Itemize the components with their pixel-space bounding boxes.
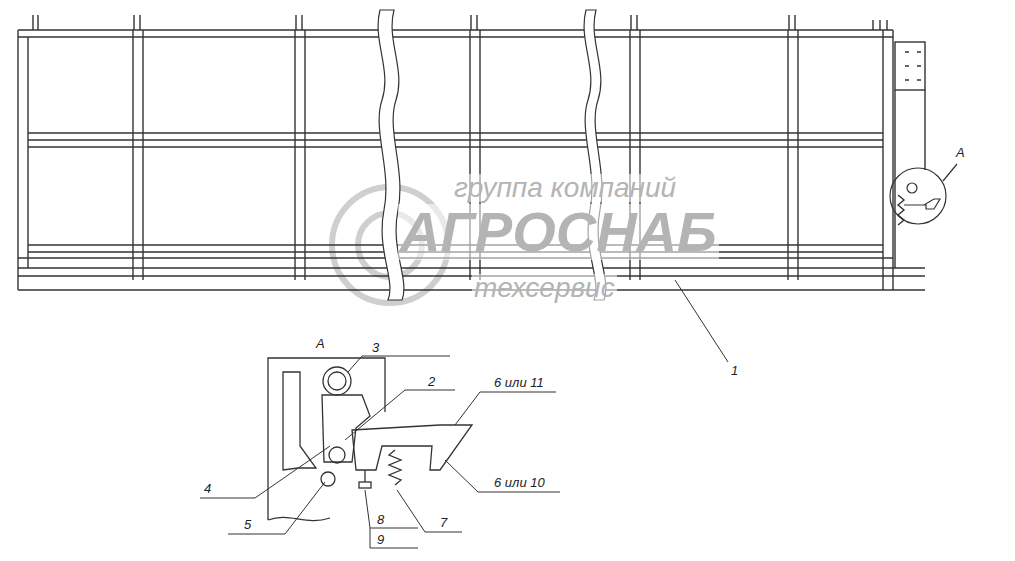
leader-lines — [200, 280, 728, 548]
latch-detail — [268, 358, 472, 521]
view-label: А — [316, 337, 325, 350]
watermark-text: группа компаний — [452, 174, 678, 202]
callout-number: 6 или 10 — [494, 476, 545, 489]
callout-number: 6 или 11 — [494, 376, 544, 389]
frame — [18, 15, 925, 290]
callout-number: 7 — [440, 516, 447, 529]
callout-number: 2 — [428, 375, 435, 388]
detail-circle — [890, 164, 957, 224]
callout-number: 9 — [377, 533, 384, 546]
callout-number: 4 — [204, 482, 211, 495]
callout-number: 8 — [377, 513, 384, 526]
view-label: А — [956, 146, 965, 159]
callout-number: 3 — [372, 341, 379, 354]
watermark-text: техсервис — [472, 274, 617, 302]
watermark-text: АГРОСНАБ — [398, 204, 719, 260]
callout-number: 1 — [731, 364, 738, 377]
callout-number: 5 — [244, 518, 251, 531]
